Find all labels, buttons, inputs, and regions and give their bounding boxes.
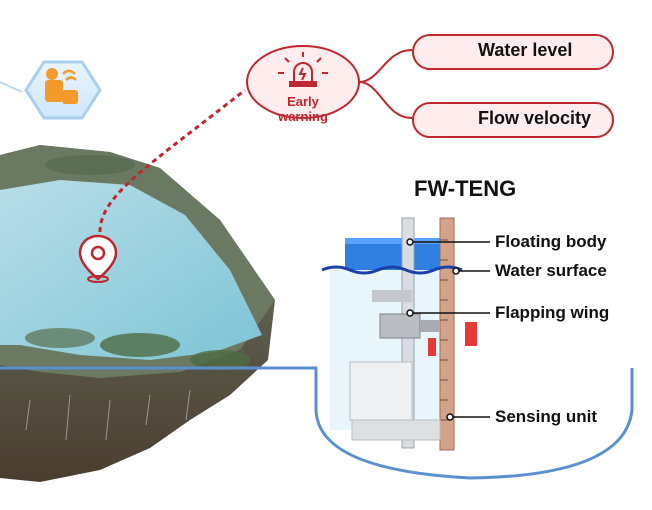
- flapping-wing-label: Flapping wing: [495, 303, 610, 322]
- fw-teng-device: [321, 217, 477, 451]
- flow-velocity-label: Flow velocity: [478, 108, 592, 128]
- alarm-siren-icon: [278, 52, 328, 87]
- location-pin-icon: [78, 234, 118, 283]
- water-level-label: Water level: [478, 40, 573, 60]
- branch-connector: [358, 49, 413, 119]
- warning-link-dashed: [98, 88, 246, 233]
- floating-body-label: Floating body: [495, 232, 607, 251]
- river-terrain: [0, 145, 275, 482]
- hexagon-alert-icon: [24, 60, 102, 120]
- leader-dots: [406, 238, 460, 421]
- connector-line: [0, 81, 23, 93]
- label-leaders: [410, 241, 490, 418]
- device-title: FW-TENG: [414, 176, 517, 201]
- flow-velocity-pill: [412, 102, 614, 138]
- water-surface-label: Water surface: [495, 261, 607, 280]
- river-basin-outline: [0, 366, 634, 480]
- water-surface-wave: [321, 265, 463, 275]
- water-level-pill: [412, 34, 614, 70]
- sensing-unit-label: Sensing unit: [495, 407, 597, 426]
- early-warning-label: Early warning: [278, 94, 328, 124]
